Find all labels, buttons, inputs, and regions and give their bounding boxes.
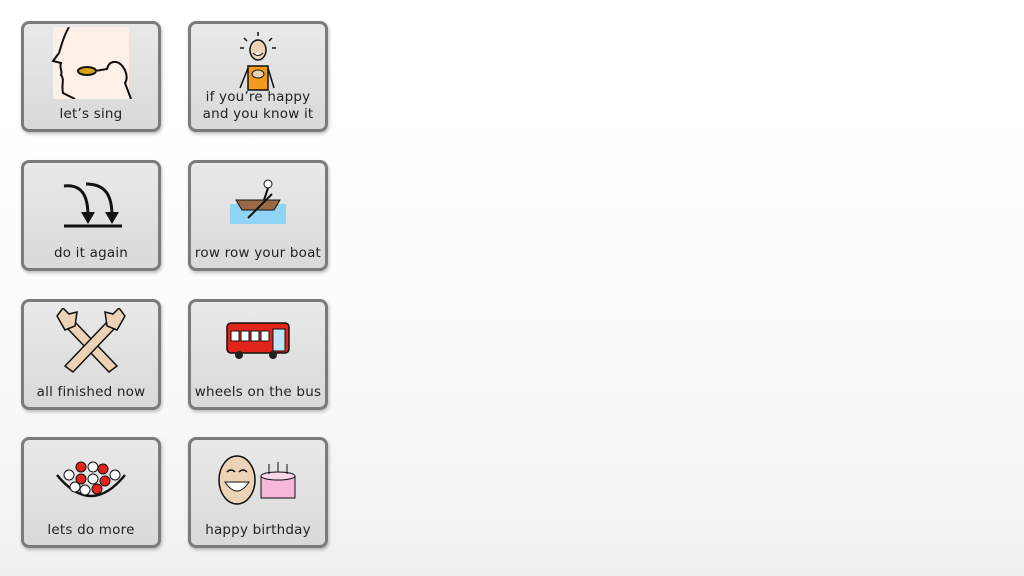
- tile-lets-sing[interactable]: let’s sing: [21, 21, 161, 132]
- repeat-arrows-icon: [24, 169, 158, 235]
- birthday-cake-icon: [191, 446, 325, 512]
- happy-person-icon: [191, 30, 325, 96]
- crossed-arms-icon: [24, 308, 158, 374]
- tile-if-youre-happy[interactable]: if you’re happy and you know it: [188, 21, 328, 132]
- tile-happy-birthday[interactable]: happy birthday: [188, 437, 328, 548]
- rowing-boat-icon: [191, 169, 325, 235]
- tile-row-row-your-boat[interactable]: row row your boat: [188, 160, 328, 271]
- singing-icon: [24, 27, 158, 99]
- tile-do-it-again[interactable]: do it again: [21, 160, 161, 271]
- bowl-of-balls-icon: [24, 446, 158, 512]
- bus-icon: [191, 308, 325, 374]
- tile-all-finished-now[interactable]: all finished now: [21, 299, 161, 410]
- tile-label: happy birthday: [205, 522, 311, 538]
- tile-label: row row your boat: [194, 245, 322, 261]
- tile-label: let’s sing: [59, 106, 123, 122]
- tile-wheels-on-the-bus[interactable]: wheels on the bus: [188, 299, 328, 410]
- tile-label: all finished now: [36, 384, 146, 400]
- tile-lets-do-more[interactable]: lets do more: [21, 437, 161, 548]
- tile-label: do it again: [53, 245, 129, 261]
- tile-label: lets do more: [47, 522, 135, 538]
- tile-label: if you’re happy and you know it: [202, 89, 314, 122]
- tile-label: wheels on the bus: [194, 384, 322, 400]
